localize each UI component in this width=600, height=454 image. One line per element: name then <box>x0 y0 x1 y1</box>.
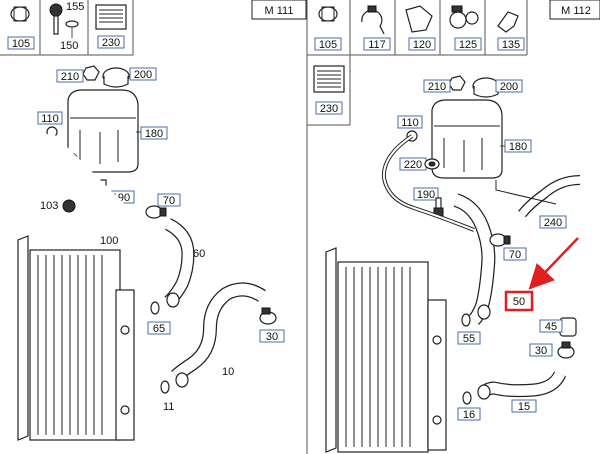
label-15: 15 <box>518 401 530 413</box>
clamp-125-icon <box>449 5 479 29</box>
left-header-grid <box>0 0 134 56</box>
label-210-right: 210 <box>428 81 446 93</box>
label-105-right: 105 <box>319 39 337 51</box>
label-110-left: 110 <box>41 113 59 125</box>
clamp-117-icon <box>361 5 385 35</box>
clamp-70-left-icon <box>145 205 167 219</box>
label-box-210-left <box>56 69 84 83</box>
clamp-30-left-icon <box>259 307 277 325</box>
radiator-right <box>325 247 447 453</box>
label-100-left: 100 <box>100 235 118 247</box>
seal-16-icon <box>462 391 472 405</box>
label-125: 125 <box>459 39 477 51</box>
expansion-tank-left <box>67 89 139 173</box>
label-240: 240 <box>544 217 562 229</box>
label-box-30-right <box>529 343 553 357</box>
seal-65-icon <box>150 301 160 315</box>
label-box-70-left <box>157 193 181 207</box>
nut-210-left-icon <box>82 65 100 81</box>
label-box-30-left <box>259 329 285 343</box>
label-box-117 <box>363 37 391 51</box>
label-190-right: 190 <box>417 189 435 201</box>
label-150: 150 <box>60 40 78 52</box>
warning-label-230-left-icon <box>95 4 127 30</box>
label-11: 11 <box>163 401 174 413</box>
seal-11-icon <box>160 380 170 394</box>
label-box-230-right <box>315 101 343 115</box>
label-box-200-left <box>129 67 157 81</box>
grommet-220-right-icon <box>424 158 440 170</box>
label-220-right: 220 <box>404 159 422 171</box>
clip-135-icon <box>497 11 519 33</box>
label-box-105-left <box>7 36 35 50</box>
cap-200-left-icon <box>102 67 130 88</box>
label-180-left: 180 <box>145 128 163 140</box>
label-box-230-left <box>97 35 125 49</box>
label-180-right: 180 <box>509 141 527 153</box>
label-box-120 <box>408 37 436 51</box>
clip-103-icon <box>62 199 76 213</box>
label-210-left: 210 <box>61 71 79 83</box>
label-30-right: 30 <box>535 345 547 357</box>
highlight-arrow <box>528 237 579 290</box>
bolt-155-icon <box>49 3 79 35</box>
label-200-right: 200 <box>500 81 518 93</box>
label-65: 65 <box>153 323 165 335</box>
label-200-left: 200 <box>134 69 152 81</box>
label-box-240 <box>539 215 567 229</box>
label-10: 10 <box>222 366 234 378</box>
label-45: 45 <box>545 321 557 333</box>
label-box-16 <box>457 407 481 421</box>
right-header-grid <box>307 0 528 126</box>
label-230-left: 230 <box>102 37 120 49</box>
label-135: 135 <box>502 39 520 51</box>
label-box-65 <box>147 321 171 335</box>
label-box-70-right <box>503 247 527 261</box>
highlight-box-50 <box>504 290 534 312</box>
model-tag-right-text: M 112 <box>561 5 591 17</box>
label-105-left: 105 <box>12 38 30 50</box>
clip-120-icon <box>405 5 433 33</box>
label-box-110-right <box>397 115 423 129</box>
label-box-125 <box>454 37 482 51</box>
label-16: 16 <box>463 409 475 421</box>
label-box-15 <box>511 399 537 413</box>
nut-210-right-icon <box>448 75 466 91</box>
label-103: 103 <box>40 200 58 212</box>
label-box-55 <box>457 331 481 345</box>
label-120: 120 <box>413 39 431 51</box>
label-box-45 <box>539 319 563 333</box>
clamp-105-right-icon <box>318 6 338 22</box>
label-30-left: 30 <box>266 331 278 343</box>
label-230-right: 230 <box>320 103 338 115</box>
label-70-right: 70 <box>509 249 521 261</box>
label-box-110-left <box>37 111 63 125</box>
label-box-105-right <box>314 37 342 51</box>
label-155: 155 <box>66 1 84 13</box>
expansion-tank-right <box>431 99 503 179</box>
clamp-30-right-icon <box>557 341 575 359</box>
label-50: 50 <box>513 296 525 308</box>
label-box-190-right <box>413 187 439 201</box>
label-110-right: 110 <box>401 117 419 129</box>
label-box-200-right <box>495 79 523 93</box>
label-60: 60 <box>193 248 205 260</box>
label-box-135 <box>497 37 525 51</box>
label-55: 55 <box>463 333 475 345</box>
label-box-210-right <box>423 79 451 93</box>
label-117: 117 <box>368 39 386 51</box>
radiator-left <box>17 235 135 441</box>
label-70-left: 70 <box>163 195 175 207</box>
model-tag-right: M 112 <box>549 0 600 20</box>
label-box-180-left <box>140 126 168 140</box>
clamp-70-right-icon <box>489 233 511 247</box>
warning-label-230-right-icon <box>313 65 345 93</box>
clamp-105-left-icon <box>10 6 30 22</box>
model-tag-left-text: M 111 <box>265 5 294 17</box>
seal-55-icon <box>461 313 471 327</box>
cap-200-right-icon <box>472 77 500 98</box>
model-tag-left: M 111 <box>251 0 307 20</box>
